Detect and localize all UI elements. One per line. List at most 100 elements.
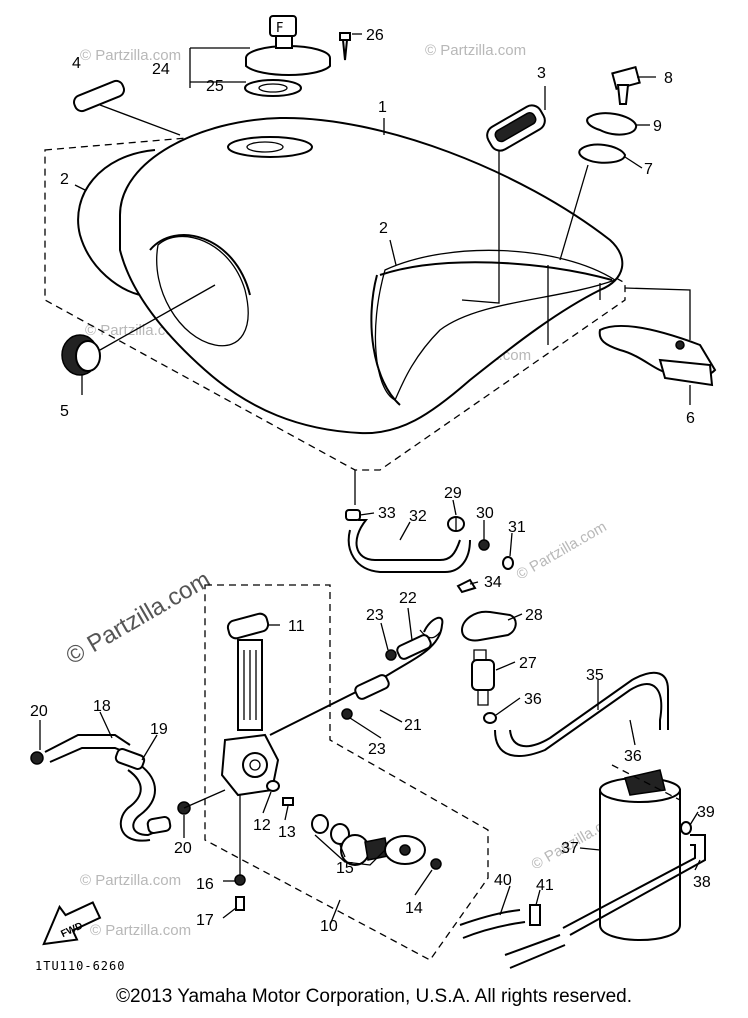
callout-4: 4 xyxy=(72,55,81,72)
callout-27: 27 xyxy=(519,655,537,672)
callout-17: 17 xyxy=(196,912,214,929)
watermark-large: © Partzilla.com xyxy=(62,566,216,670)
washer xyxy=(586,112,638,136)
rubber-damper xyxy=(61,334,101,376)
fuel-petcock xyxy=(220,733,280,797)
callout-14: 14 xyxy=(405,900,423,917)
tank-side-panel xyxy=(374,249,617,401)
callout-41: 41 xyxy=(536,877,554,894)
fuel-line-assembly xyxy=(30,509,706,969)
callout-9: 9 xyxy=(653,118,662,135)
filler-opening xyxy=(246,141,284,153)
fuel-hose xyxy=(269,616,444,736)
filler-neck xyxy=(227,136,313,158)
petcock-group-box xyxy=(204,584,489,961)
callout-20: 20 xyxy=(30,703,48,720)
watermark: © Partzilla.com xyxy=(90,922,191,939)
callout-21: 21 xyxy=(404,717,422,734)
callout-10: 10 xyxy=(320,918,338,935)
screw xyxy=(430,858,442,870)
callout-39: 39 xyxy=(697,804,715,821)
canister-guide xyxy=(611,764,681,815)
clamp xyxy=(456,578,477,594)
petcock-plate xyxy=(311,814,329,834)
drawing-code: 1TU110-6260 xyxy=(35,959,125,973)
callout-1: 1 xyxy=(378,99,387,116)
tank-bracket xyxy=(598,324,717,387)
callout-6: 6 xyxy=(686,410,695,427)
filter-bracket xyxy=(460,610,517,642)
watermark: © Partzilla.com xyxy=(425,42,526,59)
tank-side-trim xyxy=(370,274,401,406)
callout-32: 32 xyxy=(409,508,427,525)
callout-23: 23 xyxy=(368,741,386,758)
leader-lines-top xyxy=(74,33,691,505)
leader-lines-bottom xyxy=(39,499,701,926)
callout-40: 40 xyxy=(494,872,512,889)
damper xyxy=(578,143,627,164)
tank-emblem-left xyxy=(73,79,125,113)
callout-11: 11 xyxy=(288,618,305,635)
gasket xyxy=(234,874,246,886)
callout-25: 25 xyxy=(206,78,224,95)
tank-emblem xyxy=(486,104,546,152)
watermark: © Partzilla.com xyxy=(80,872,181,889)
mount-bolt xyxy=(611,65,641,105)
fuel-strainer xyxy=(237,639,263,731)
callout-2: 2 xyxy=(379,220,388,237)
callout-23: 23 xyxy=(366,607,384,624)
cap-gasket xyxy=(244,79,302,97)
nut xyxy=(478,539,490,551)
callout-19: 19 xyxy=(150,721,168,738)
callout-labels: 1 2 2 3 4 5 6 7 8 9 10 11 12 13 14 15 16… xyxy=(30,27,715,935)
fuel-tank xyxy=(119,116,624,435)
callout-35: 35 xyxy=(586,667,604,684)
fuel-tank-assembly: F xyxy=(44,15,717,471)
watermark: © Partzilla.com xyxy=(80,47,181,64)
tank-gasket-2-left xyxy=(77,149,156,296)
bolt xyxy=(447,516,465,532)
callout-3: 3 xyxy=(537,65,546,82)
petcock-cover xyxy=(384,835,426,865)
callout-34: 34 xyxy=(484,574,502,591)
cap-screw xyxy=(339,32,351,61)
o-ring xyxy=(266,780,280,792)
fuel-cap: F xyxy=(245,15,331,76)
callout-36: 36 xyxy=(624,748,642,765)
fuel-hose-left xyxy=(44,734,172,842)
clip xyxy=(529,904,541,926)
callout-24: 24 xyxy=(152,61,170,78)
hose-clip xyxy=(341,708,353,720)
callout-5: 5 xyxy=(60,403,69,420)
callout-8: 8 xyxy=(664,70,673,87)
hose-clip xyxy=(680,821,692,835)
tank-left-trim xyxy=(149,234,251,296)
copyright-notice: ©2013 Yamaha Motor Corporation, U.S.A. A… xyxy=(116,986,632,1007)
callout-36: 36 xyxy=(524,691,542,708)
hose-clip xyxy=(483,712,497,724)
fwd-arrow: FWD xyxy=(42,901,102,946)
callout-15: 15 xyxy=(336,860,354,877)
drain-screw xyxy=(235,896,245,911)
callout-16: 16 xyxy=(196,876,214,893)
callout-2: 2 xyxy=(60,171,69,188)
callout-33: 33 xyxy=(378,505,396,522)
tank-side-trim xyxy=(379,261,613,281)
hose-clip xyxy=(385,649,397,661)
callout-38: 38 xyxy=(693,874,711,891)
callout-13: 13 xyxy=(278,824,296,841)
petcock-lever xyxy=(340,834,389,866)
watermark: © Partzilla.com xyxy=(514,518,610,583)
hose-clip xyxy=(345,509,361,521)
callout-29: 29 xyxy=(444,485,462,502)
screw xyxy=(282,797,294,806)
callout-22: 22 xyxy=(399,590,417,607)
callout-37: 37 xyxy=(561,840,579,857)
hose-clip xyxy=(30,751,44,765)
callout-30: 30 xyxy=(476,505,494,522)
petcock-gasket xyxy=(226,612,270,640)
fuel-filter xyxy=(471,649,495,706)
callout-20: 20 xyxy=(174,840,192,857)
washer xyxy=(502,556,514,570)
